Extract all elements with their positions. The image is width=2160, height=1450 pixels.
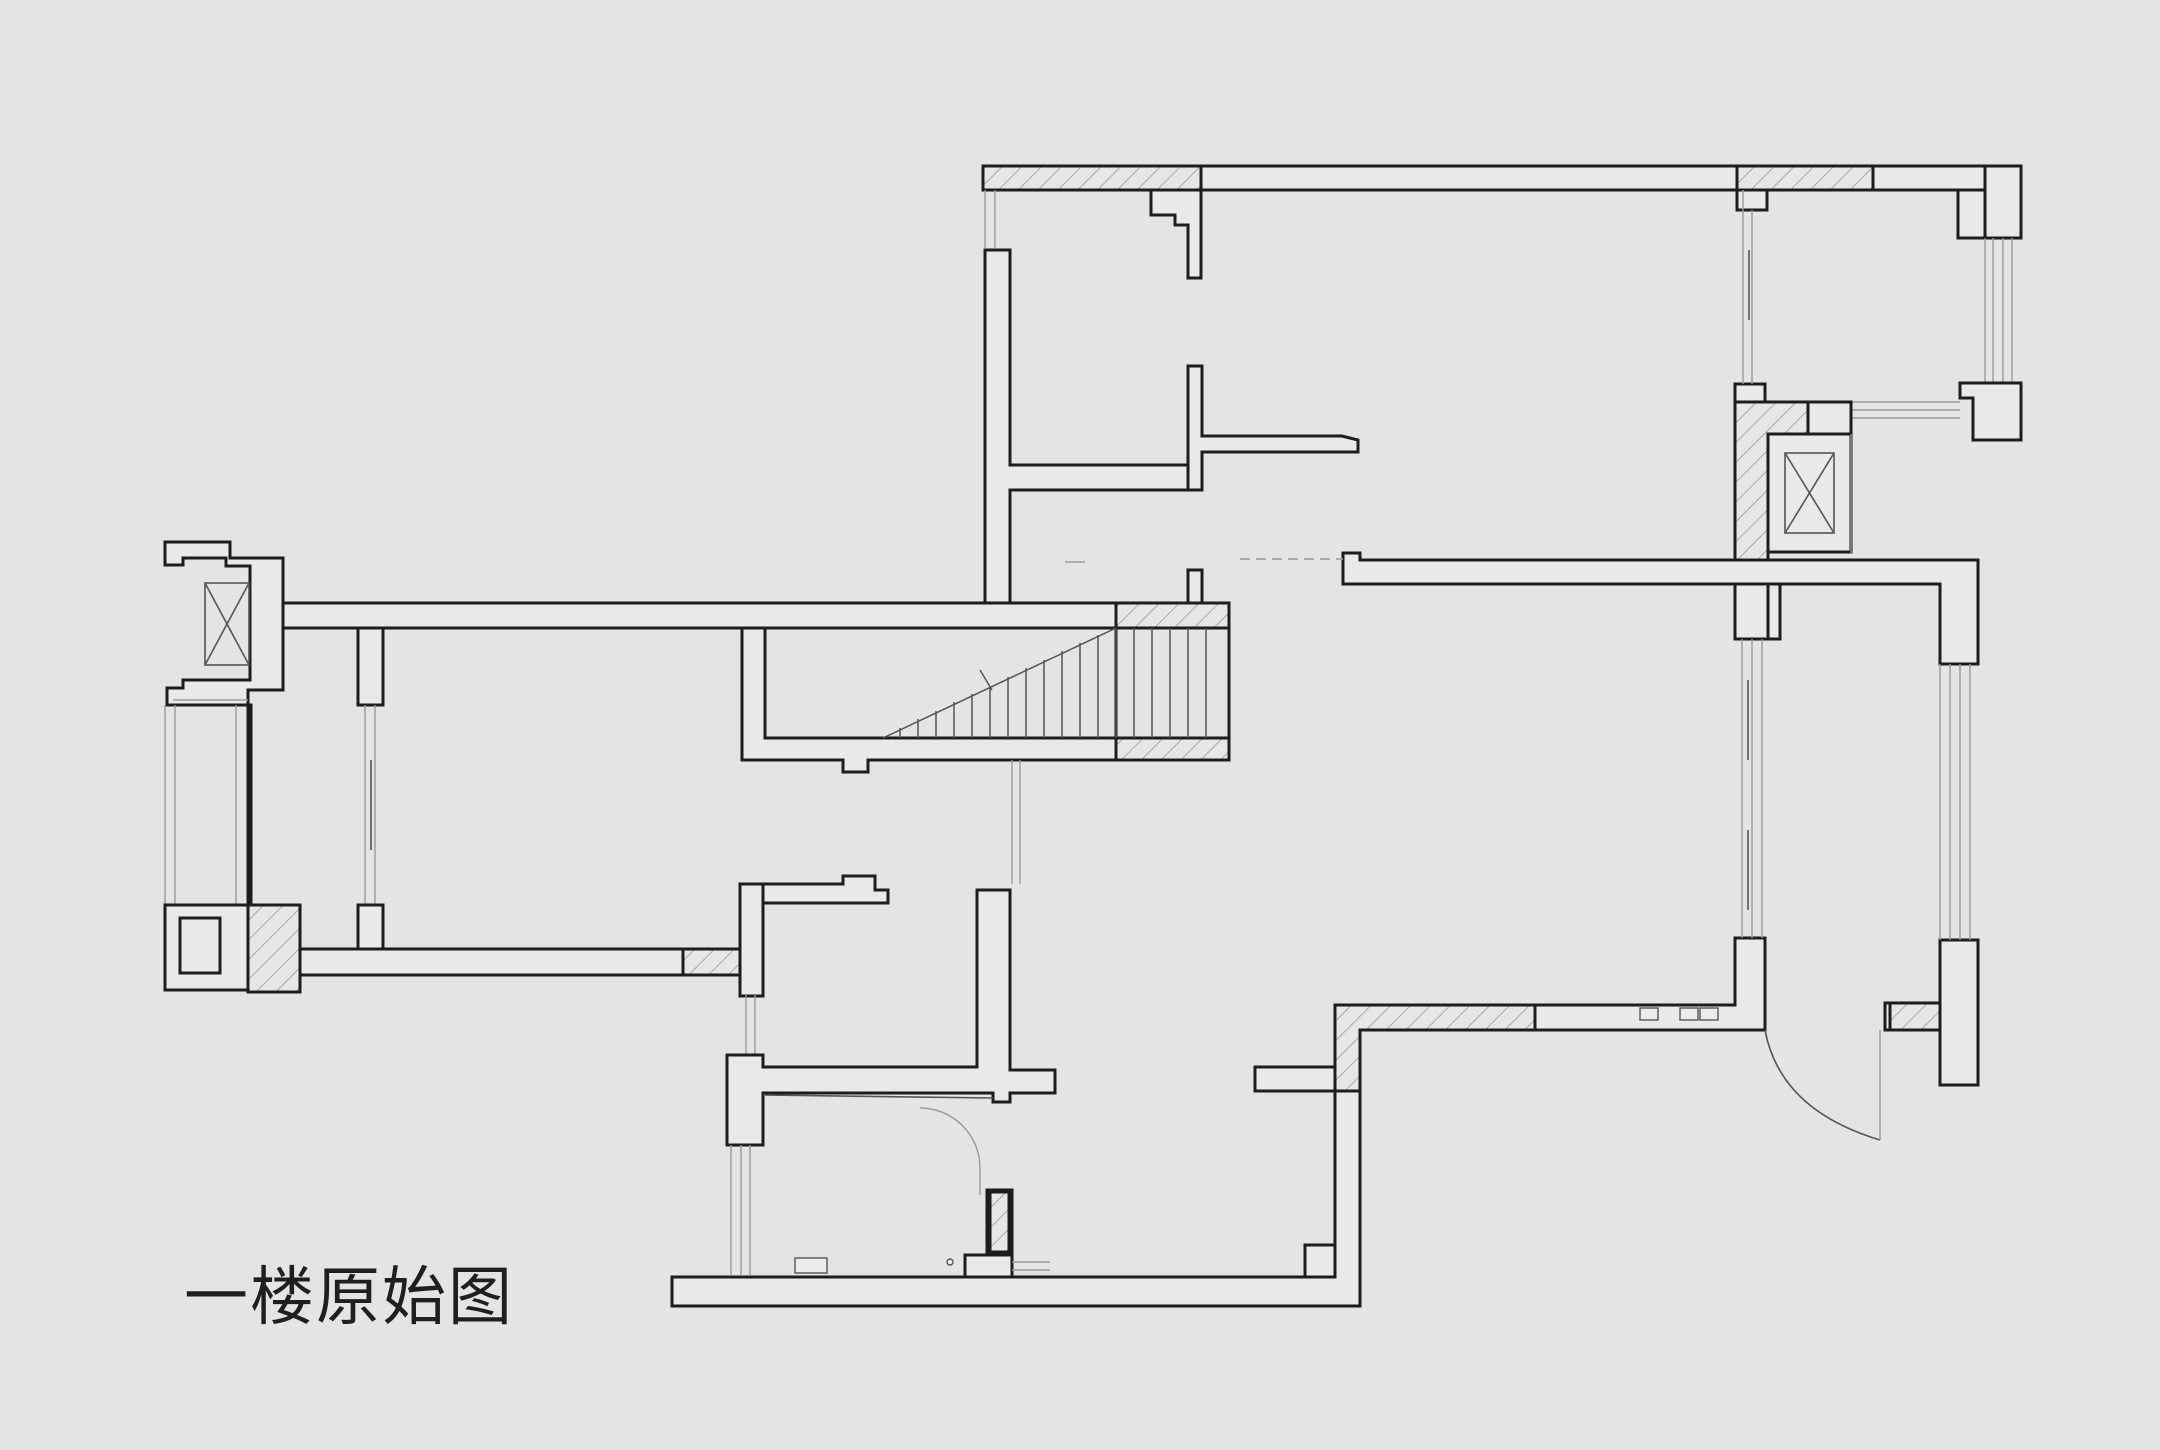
middle-right-horizontal-wall: [1341, 551, 1980, 666]
right-door-swing: [1764, 1029, 1881, 1141]
stair-block: [740, 601, 1231, 774]
right-structural-column: [1733, 382, 1853, 641]
window-top-right: [1984, 238, 2013, 383]
opening-line-middle: [1065, 558, 1343, 563]
lower-right-wall: [1253, 936, 1767, 1093]
central-vertical-wall: [983, 248, 1204, 605]
partition-with-shelf: [1186, 364, 1360, 492]
door-stub-upper: [1186, 568, 1204, 605]
left-window-lines: [164, 699, 253, 907]
left-bay-window: [163, 540, 285, 707]
utility-shaft: [1766, 432, 1853, 554]
bottom-wall: [670, 1008, 1362, 1308]
lower-left-door-lines: [745, 995, 756, 1055]
bathroom-walls: [725, 888, 1057, 1147]
door-lines-right-upper: [1742, 190, 1753, 384]
window-lines-upper-right: [1851, 401, 1960, 419]
left-bottom-wall: [163, 903, 745, 994]
plan-title: 一楼原始图: [184, 1261, 514, 1335]
right-window-lines: [1939, 664, 1971, 940]
bathroom-door-lines: [730, 1107, 981, 1275]
left-top-horizontal-wall: [281, 601, 1118, 742]
lower-middle-column: [681, 874, 890, 998]
right-lower-corner: [1883, 938, 1980, 1087]
sliding-door-lines: [1741, 639, 1763, 938]
top-right-lower-corner: [1958, 381, 2023, 442]
misc-construction-lines: [1011, 760, 1021, 884]
left-inner-door: [356, 626, 385, 951]
top-exterior-wall: [981, 164, 2023, 280]
window-top-left: [984, 190, 996, 248]
stair-treads: [882, 627, 1207, 739]
